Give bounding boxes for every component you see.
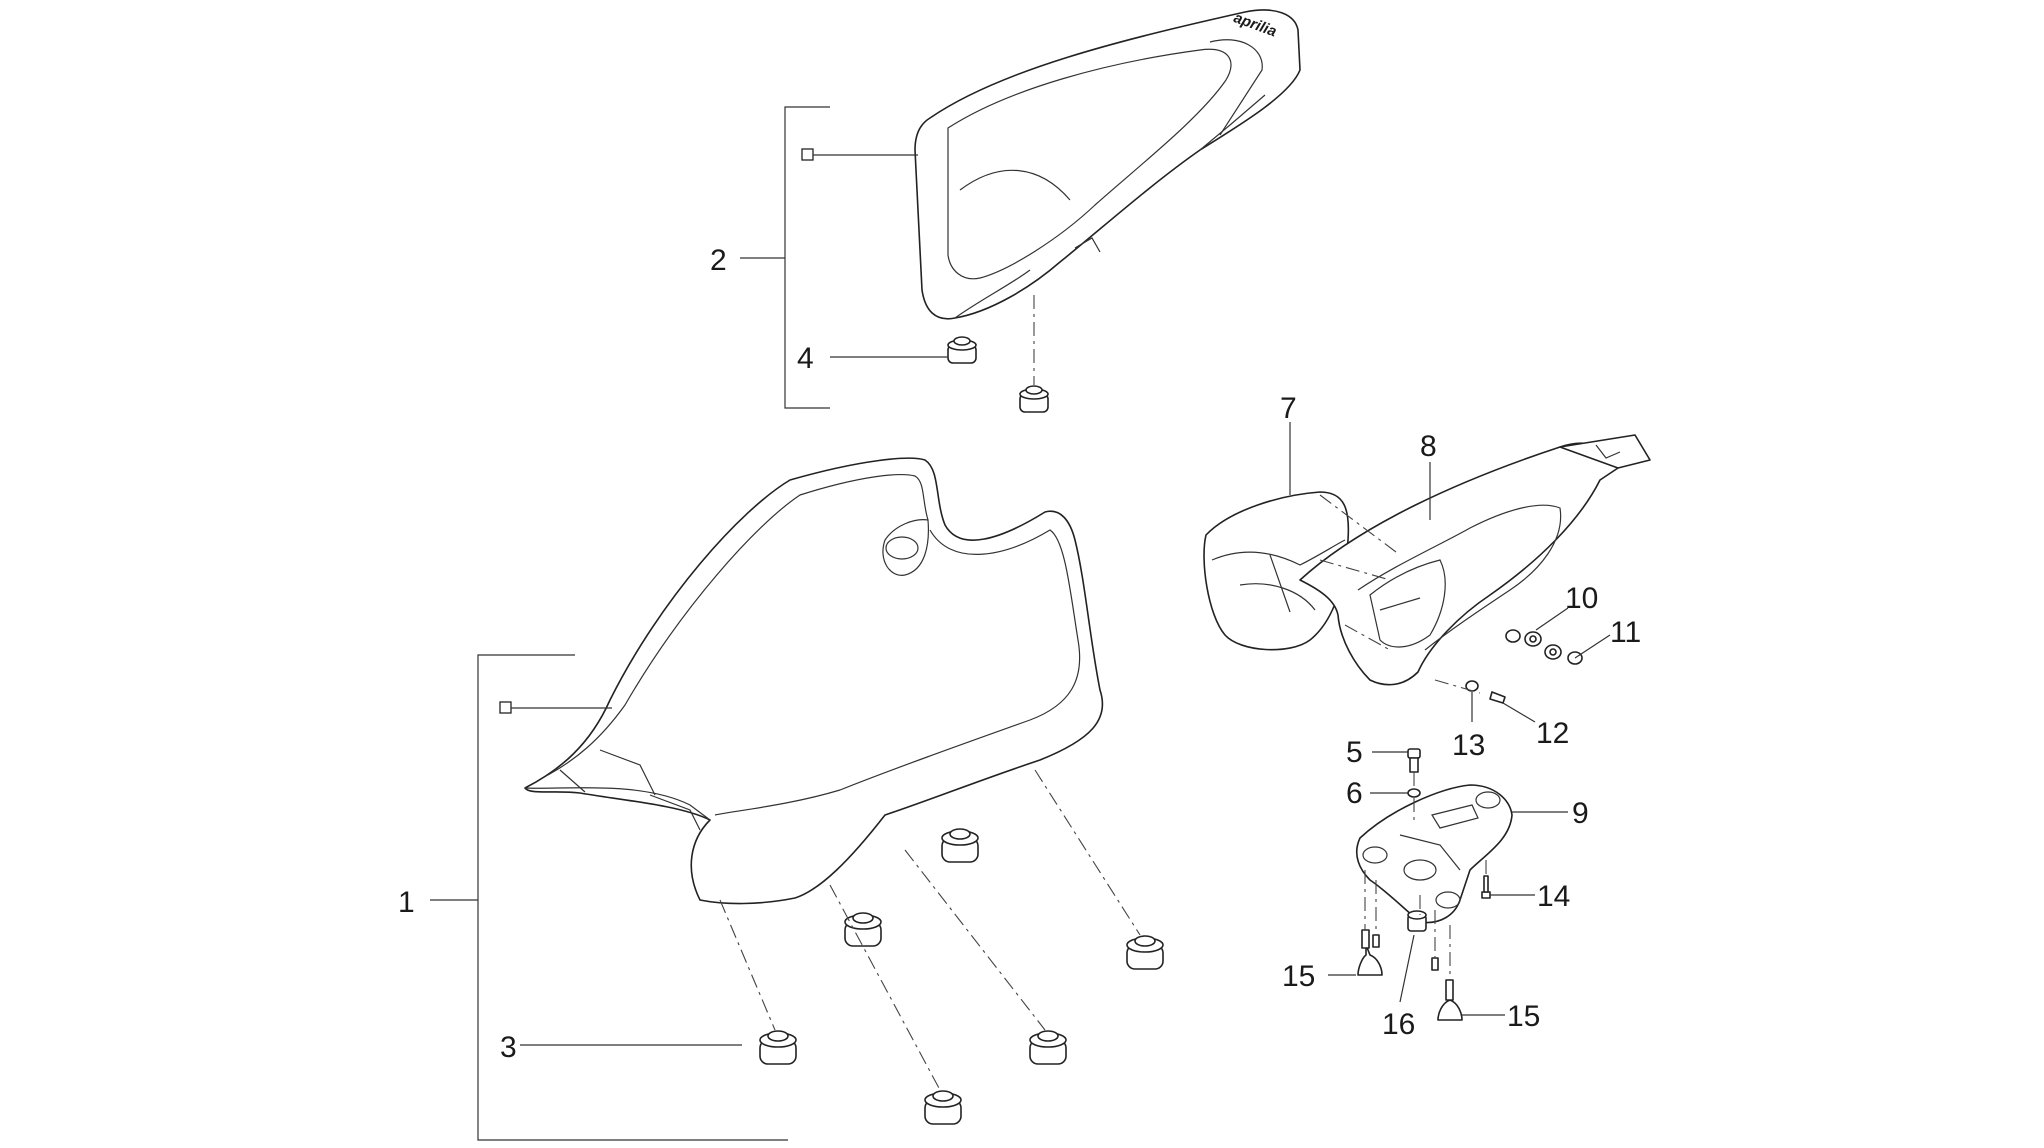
grommet-4 <box>759 1030 797 1065</box>
bracket-item-1 <box>477 654 788 1141</box>
callout-5: 5 <box>1346 736 1363 769</box>
callout-15-right: 15 <box>1507 1000 1540 1033</box>
callout-16: 16 <box>1382 1008 1415 1041</box>
callout-3: 3 <box>500 1031 517 1064</box>
passenger-seat-grommet-right <box>1019 385 1049 413</box>
grommet-6 <box>924 1090 962 1125</box>
rider-seat-grommets <box>759 828 1164 1125</box>
callout-1: 1 <box>398 886 415 919</box>
callout-2: 2 <box>710 244 727 277</box>
bracket-axis-lines <box>1364 860 1487 980</box>
hardware-washers <box>1505 629 1583 665</box>
spacer-16 <box>1407 910 1427 932</box>
marker-square-icon-2 <box>499 701 512 714</box>
washer-6 <box>1407 788 1421 798</box>
seat-lock-bracket <box>1355 784 1513 924</box>
rider-seat <box>524 457 1104 905</box>
callout-9: 9 <box>1572 797 1589 830</box>
passenger-seat <box>914 9 1301 320</box>
bolt-5 <box>1407 748 1421 773</box>
callout-7: 7 <box>1280 392 1297 425</box>
callout-14: 14 <box>1537 880 1570 913</box>
callout-10: 10 <box>1565 582 1598 615</box>
grommet-3 <box>1126 935 1164 970</box>
callout-11: 11 <box>1610 616 1641 649</box>
passenger-seat-grommet-left <box>947 336 977 364</box>
callout-4: 4 <box>797 342 814 375</box>
screw-14 <box>1481 875 1491 899</box>
grommet-2 <box>844 912 882 947</box>
callout-12: 12 <box>1536 717 1569 750</box>
callout-13: 13 <box>1452 729 1485 762</box>
callout-8: 8 <box>1420 430 1437 463</box>
rider-seat-axis-lines <box>719 769 1141 1091</box>
screws-under-bracket <box>1372 934 1439 971</box>
rubber-foot-right <box>1437 979 1463 1021</box>
marker-square-icon <box>801 148 814 161</box>
grommet-5 <box>1029 1030 1067 1065</box>
callout-15-left: 15 <box>1282 960 1315 993</box>
cowl-axis-lines <box>1319 494 1401 651</box>
seat-cowl-shell <box>1299 434 1651 686</box>
callout-6: 6 <box>1346 777 1363 810</box>
grommet-1 <box>941 828 979 863</box>
